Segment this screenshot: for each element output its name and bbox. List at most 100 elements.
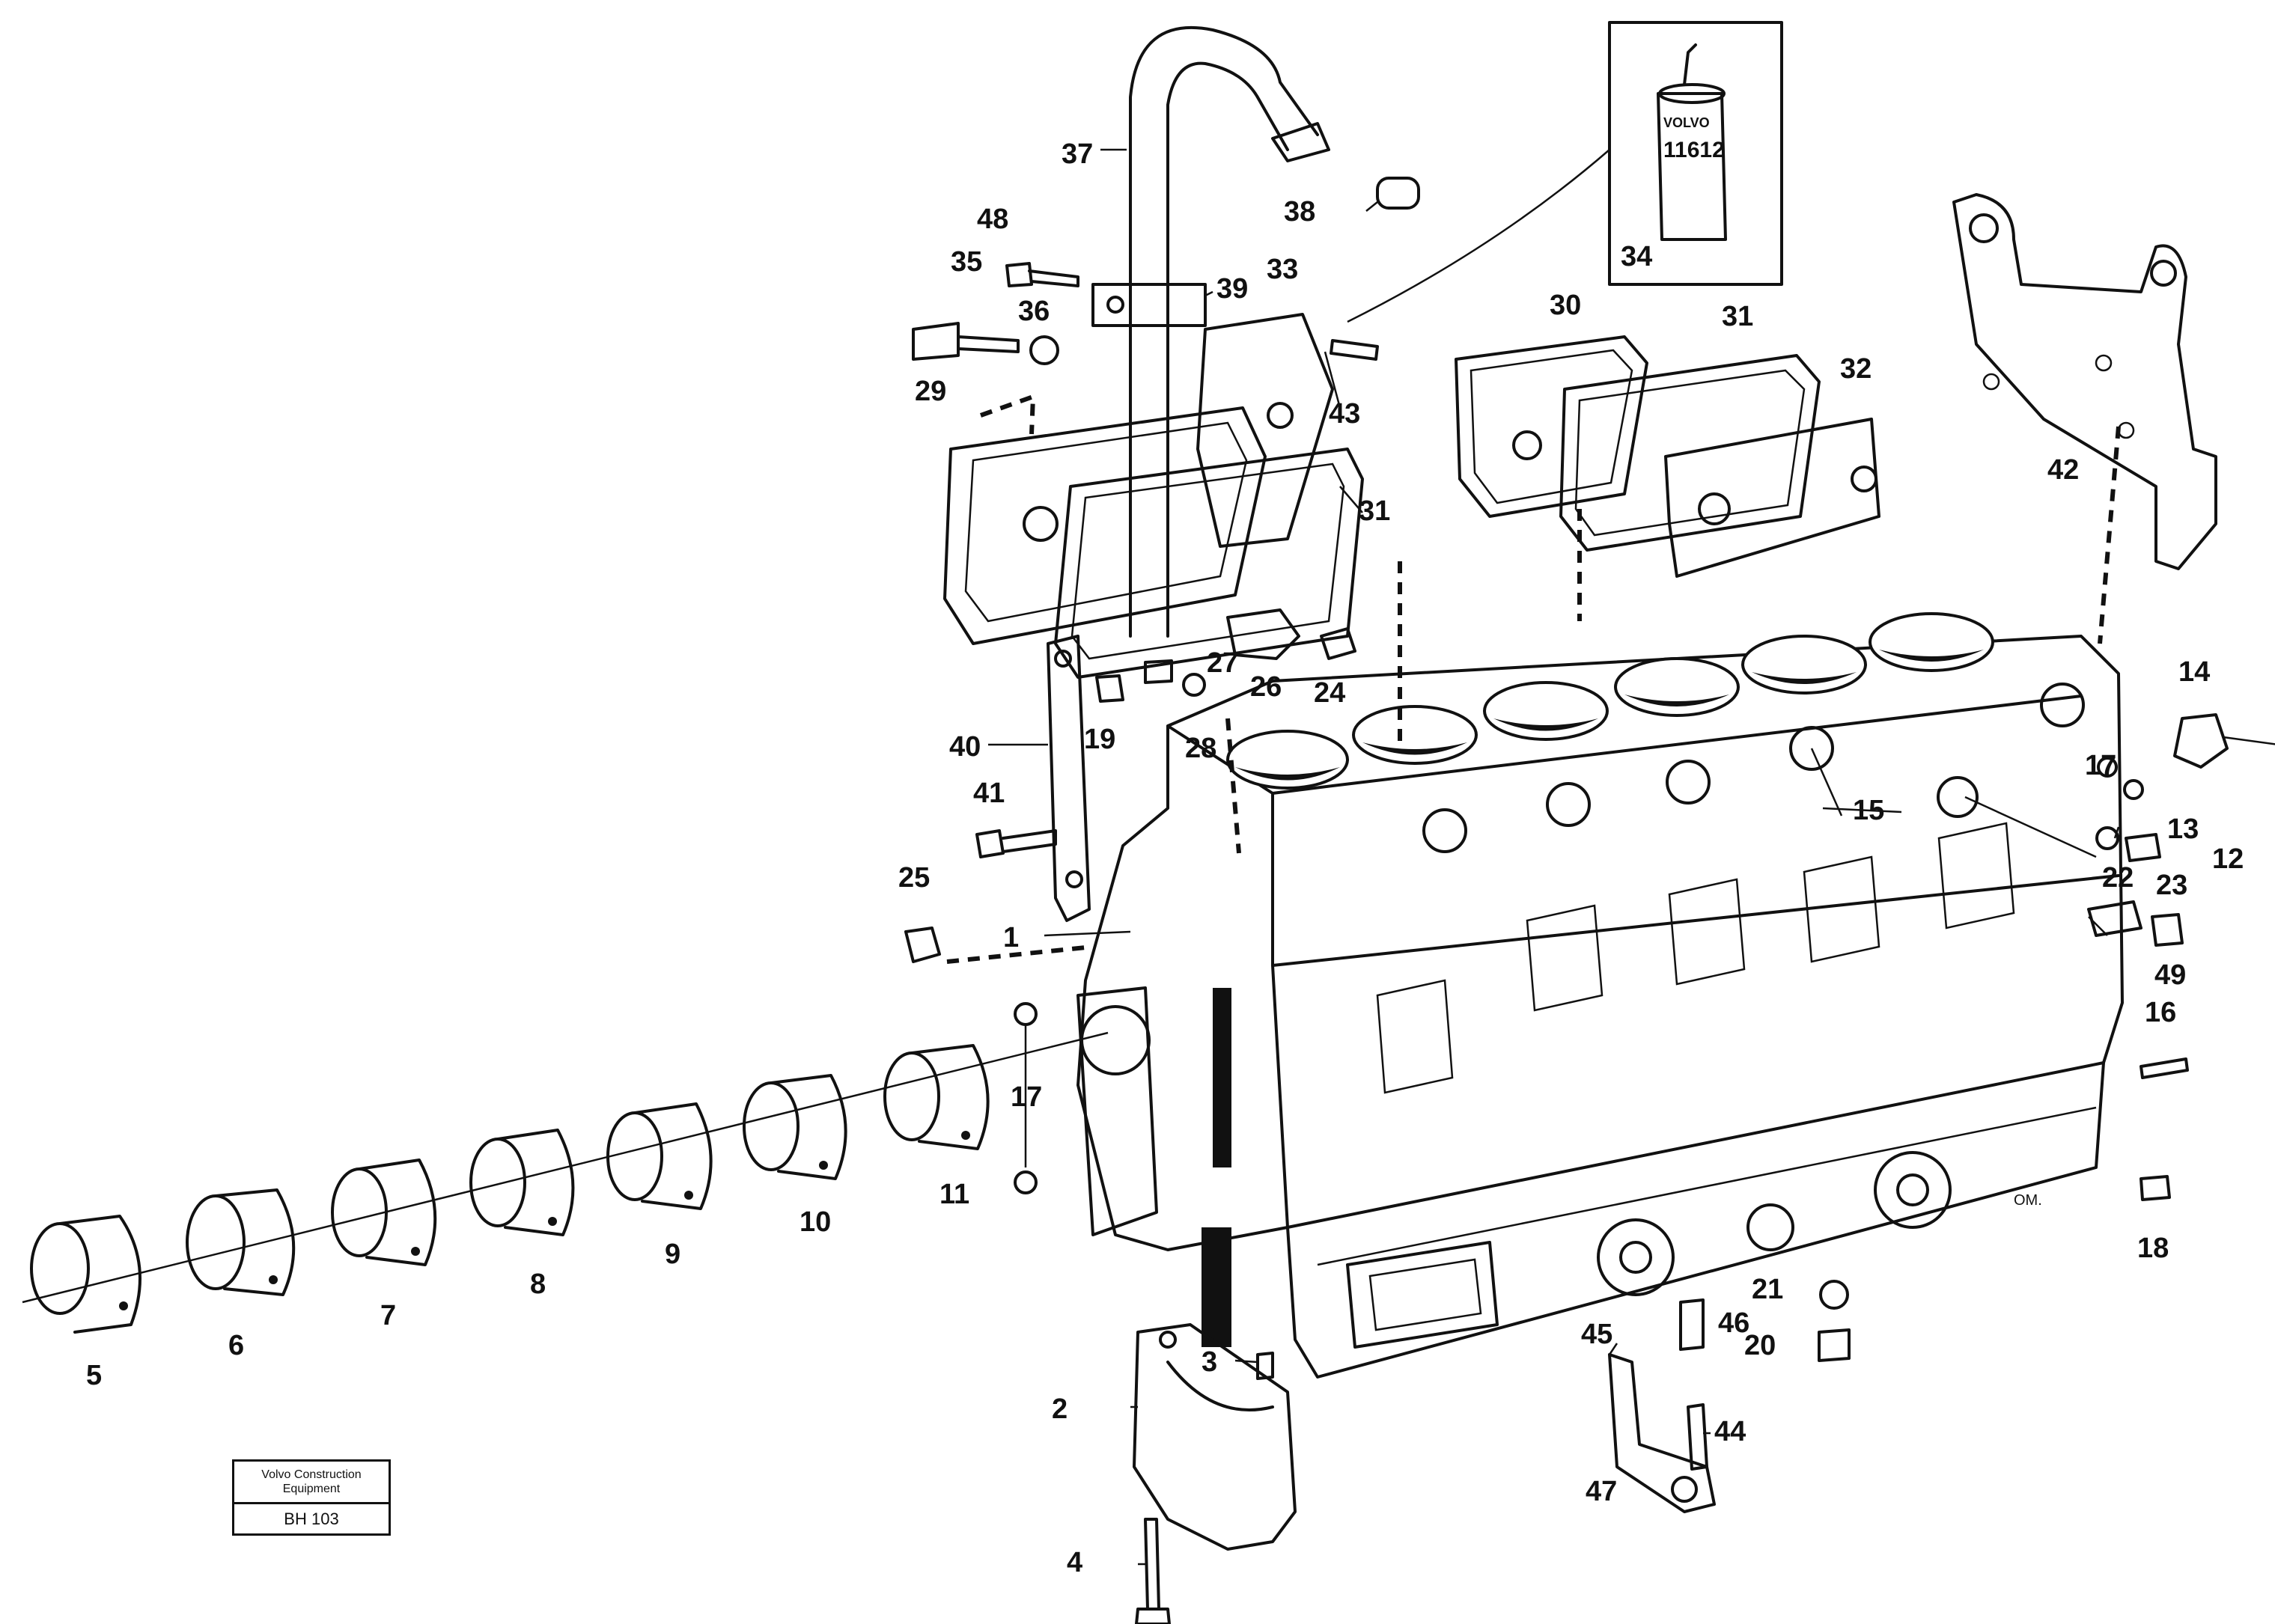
callout-22: 22: [2102, 862, 2134, 894]
callout-34: 34: [1621, 241, 1652, 272]
callout-18: 18: [2137, 1233, 2169, 1264]
callout-46: 46: [1718, 1307, 1749, 1339]
callout-12: 12: [2212, 843, 2244, 875]
callout-11: 11: [939, 1179, 969, 1210]
callout-49: 49: [2154, 959, 2186, 991]
bolt-35: [912, 322, 1020, 361]
gasket-31-right: [1559, 354, 1821, 552]
plug-25: [904, 927, 941, 963]
callout-27: 27: [1207, 647, 1238, 679]
sealant-brand: VOLVO: [1663, 115, 1710, 130]
cap-23: [2151, 913, 2184, 947]
callout-39: 39: [1216, 273, 1248, 305]
callout-17-a: 17: [2085, 750, 2116, 781]
leader-lines: [988, 148, 2275, 1566]
cylinder-block: OM.: [1076, 612, 2124, 1379]
callout-41: 41: [973, 778, 1005, 809]
plug-18: [2140, 1175, 2171, 1201]
callout-20: 20: [1744, 1330, 1776, 1361]
bushing-7: [331, 1159, 437, 1266]
callout-23: 23: [2156, 870, 2187, 901]
callout-13: 13: [2167, 813, 2199, 845]
bolt-20: [1818, 1328, 1851, 1362]
bar-40: [1047, 635, 1091, 922]
callout-30: 30: [1550, 290, 1581, 321]
callout-8: 8: [530, 1269, 546, 1300]
callout-43: 43: [1329, 398, 1360, 430]
sender-26: [1226, 608, 1300, 660]
callout-32: 32: [1840, 353, 1872, 385]
bushing-10: [743, 1074, 847, 1180]
drawing-initials: OM.: [2014, 1192, 2042, 1209]
title-block: Volvo Construction Equipment BH 103: [232, 1459, 391, 1536]
company-name: Volvo Construction Equipment: [234, 1462, 389, 1504]
bolt-4: [1144, 1518, 1160, 1611]
callout-2: 2: [1052, 1393, 1068, 1425]
bushing-5: [30, 1215, 141, 1334]
valve-cover-30: [1455, 335, 1648, 518]
callout-36: 36: [1018, 296, 1050, 327]
sealant-number: 11612: [1663, 138, 1725, 162]
plug-22: [2125, 833, 2161, 862]
callout-44: 44: [1714, 1416, 1746, 1447]
washer-17-side: [2123, 779, 2144, 800]
callout-numbers: 1 2 3 4 5 6 7 8 9 10 11 12 13 14 15 16 1…: [86, 138, 2244, 1578]
washer-28: [1182, 673, 1206, 697]
washer-17-upper: [2097, 757, 2118, 778]
callout-29: 29: [915, 376, 946, 407]
breather-pipe: [1091, 25, 1330, 638]
pin-16: [2140, 1057, 2189, 1079]
callout-9: 9: [665, 1239, 680, 1270]
callout-31-a: 31: [1359, 495, 1390, 527]
bolt-41: [975, 829, 1057, 858]
washer-36: [1029, 335, 1059, 365]
washer-17-front-lower: [1014, 1170, 1038, 1194]
bushing-8: [469, 1129, 575, 1236]
valve-cover-33: [1196, 313, 1334, 548]
sender-24: [1320, 627, 1356, 660]
callout-48: 48: [977, 204, 1008, 235]
pipe-45: [1608, 1353, 1716, 1513]
plug-14: [2173, 713, 2229, 769]
callout-24: 24: [1314, 677, 1345, 709]
callout-5: 5: [86, 1360, 102, 1391]
sealant-kit: 11612 VOLVO: [1347, 21, 1783, 323]
gasket-31-left: [1054, 448, 1364, 679]
callout-42: 42: [2047, 454, 2079, 486]
callout-40: 40: [949, 731, 981, 763]
valve-covers: [943, 313, 1880, 679]
stud-46: [1679, 1298, 1705, 1351]
bushing-9: [606, 1102, 713, 1210]
washer-17-front-upper: [1014, 1002, 1038, 1026]
camshaft-bushings: [22, 1031, 1109, 1334]
callout-31-b: 31: [1722, 301, 1753, 332]
assembly-guides: [946, 393, 2121, 964]
callout-4: 4: [1067, 1547, 1082, 1578]
diagram-code: BH 103: [284, 1509, 339, 1528]
valve-cover-29: [943, 406, 1267, 645]
callout-19: 19: [1084, 724, 1115, 755]
callout-45: 45: [1581, 1319, 1612, 1350]
plug-19: [1095, 674, 1124, 703]
bushing-11: [883, 1044, 990, 1150]
callout-47: 47: [1586, 1476, 1617, 1507]
sender-49: [2087, 900, 2142, 937]
dowel-3: [1256, 1352, 1274, 1380]
callout-26: 26: [1250, 671, 1282, 703]
washer-13: [2095, 826, 2119, 850]
pin-43: [1330, 339, 1379, 361]
washer-21: [1819, 1280, 1849, 1310]
plug-27: [1144, 659, 1173, 684]
callout-10: 10: [800, 1206, 831, 1238]
callout-15: 15: [1853, 795, 1884, 826]
callout-1: 1: [1003, 922, 1019, 953]
cover-plate-32: [1664, 418, 1880, 578]
callout-3: 3: [1202, 1346, 1217, 1378]
callout-17-b: 17: [1011, 1081, 1042, 1113]
callout-21: 21: [1752, 1274, 1783, 1305]
callout-6: 6: [228, 1330, 244, 1361]
bolts-and-plugs: [904, 177, 2229, 1624]
nut-47: [1671, 1476, 1698, 1503]
callout-38: 38: [1284, 196, 1315, 228]
